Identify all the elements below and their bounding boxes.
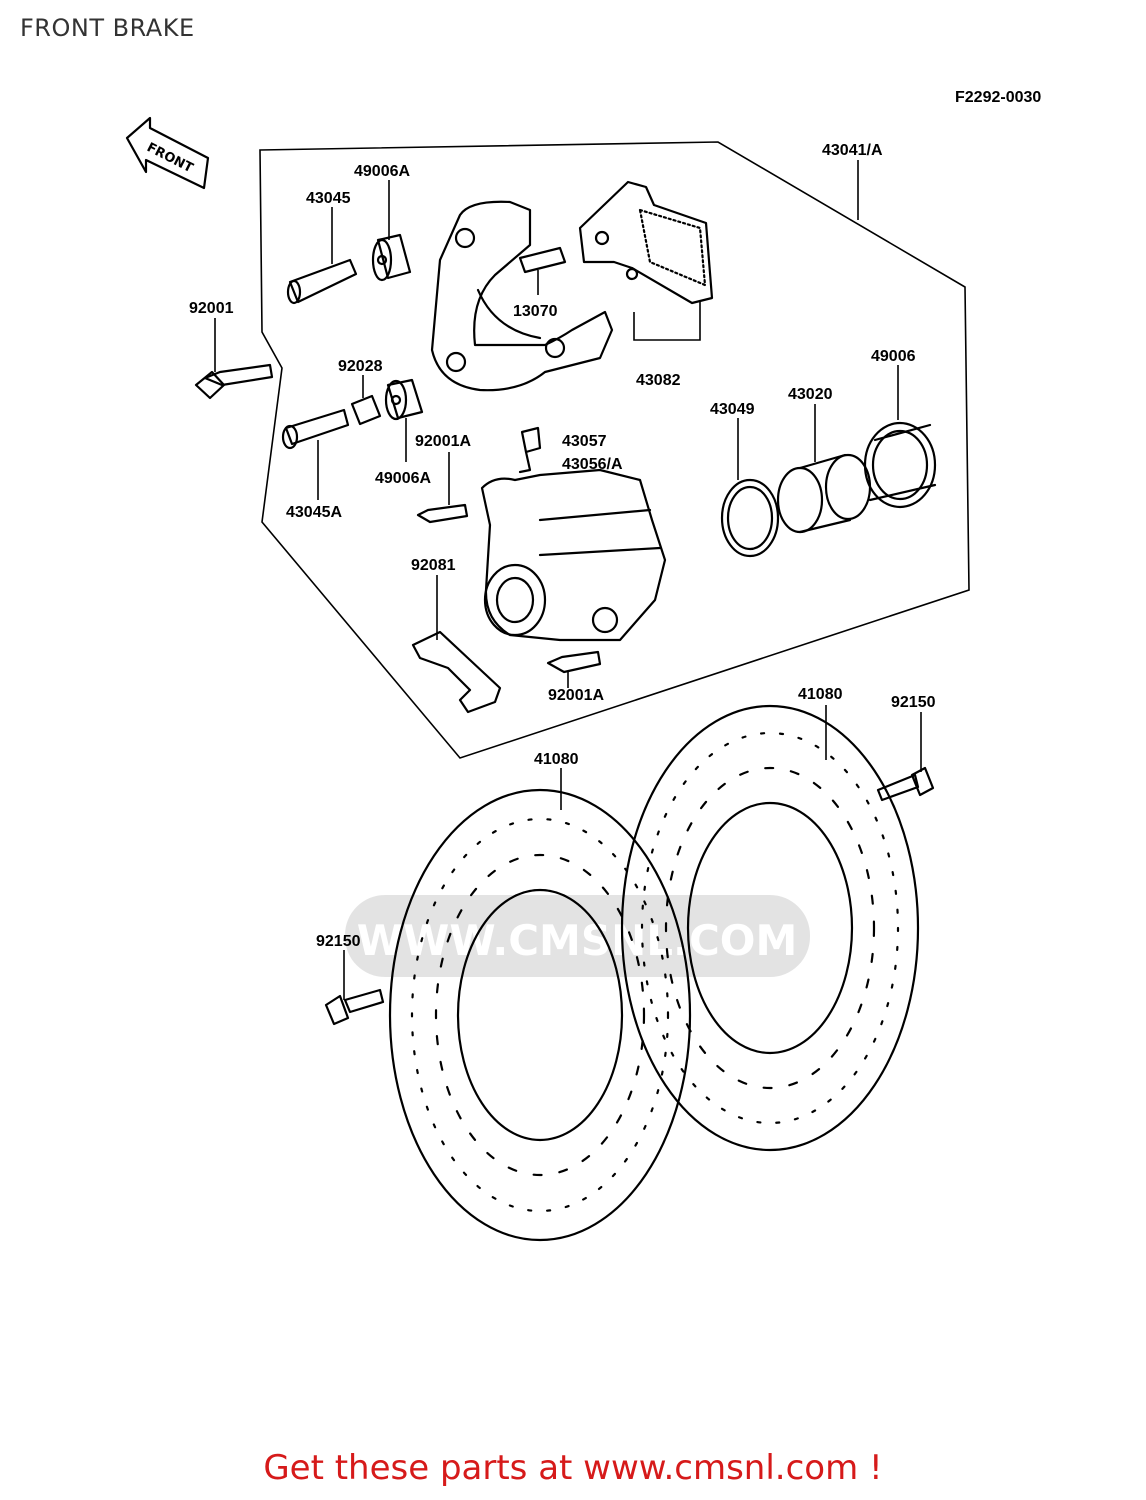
callout-labels: 43041/A 49006A 43045 13070 92001 92028 4… xyxy=(189,142,936,950)
disc-bolt-92150-right xyxy=(876,766,935,802)
footer-link-text[interactable]: Get these parts at www.cmsnl.com ! xyxy=(263,1448,883,1488)
brake-disc-41080-right xyxy=(620,704,920,1152)
pin-43045 xyxy=(286,258,358,305)
callout-43049: 43049 xyxy=(710,401,755,418)
bolt-92001A-mid xyxy=(416,503,469,524)
callout-43056-A: 43056/A xyxy=(562,456,623,473)
bushing-49006A-bottom xyxy=(384,378,424,421)
callout-43020: 43020 xyxy=(788,386,833,403)
bushing-49006A-top xyxy=(371,233,412,282)
watermark: WWW.CMSNL.COM xyxy=(345,895,810,977)
caliper-bracket xyxy=(430,200,614,392)
bolt-92001A-bottom xyxy=(546,650,602,674)
bolt-92001 xyxy=(194,363,274,400)
pin-43045A xyxy=(281,408,350,450)
callout-43045: 43045 xyxy=(306,190,351,207)
watermark-text: WWW.CMSNL.COM xyxy=(357,916,798,965)
callout-92150-left: 92150 xyxy=(316,933,361,950)
disc-bolt-92150-left xyxy=(324,988,385,1026)
pad-clip-92081 xyxy=(411,630,502,714)
callout-92150-right: 92150 xyxy=(891,694,936,711)
piston-seal-43049 xyxy=(720,478,780,558)
callout-43041-A: 43041/A xyxy=(822,142,883,159)
callout-41080-left: 41080 xyxy=(534,751,579,768)
caliper-body xyxy=(480,468,667,642)
callout-92028: 92028 xyxy=(338,358,383,375)
callout-43045A: 43045A xyxy=(286,504,342,521)
callout-41080-right: 41080 xyxy=(798,686,843,703)
caliper-assembly-outline xyxy=(259,141,970,759)
page-title: FRONT BRAKE xyxy=(20,14,195,42)
callout-49006A-top: 49006A xyxy=(354,163,410,180)
pad-spring-13070 xyxy=(518,246,567,274)
bleed-valve-43057 xyxy=(518,426,542,474)
leader-lines xyxy=(214,160,922,1000)
callout-92001A-mid: 92001A xyxy=(415,433,471,450)
piston-43020 xyxy=(776,453,872,534)
brake-disc-41080-left xyxy=(388,788,692,1242)
figure-code: F2292-0030 xyxy=(955,89,1041,106)
callout-49006: 49006 xyxy=(871,348,916,365)
sleeve-92028 xyxy=(350,394,382,426)
front-direction-arrow: FRONT xyxy=(125,116,210,190)
callout-43082: 43082 xyxy=(636,372,681,389)
callout-43057: 43057 xyxy=(562,433,607,450)
brake-pad-43082 xyxy=(578,180,714,305)
callout-92081: 92081 xyxy=(411,557,456,574)
callout-92001: 92001 xyxy=(189,300,234,317)
callout-49006A-bottom: 49006A xyxy=(375,470,431,487)
dust-seal-49006 xyxy=(863,421,937,509)
callout-92001A-bottom: 92001A xyxy=(548,687,604,704)
callout-13070: 13070 xyxy=(513,303,558,320)
